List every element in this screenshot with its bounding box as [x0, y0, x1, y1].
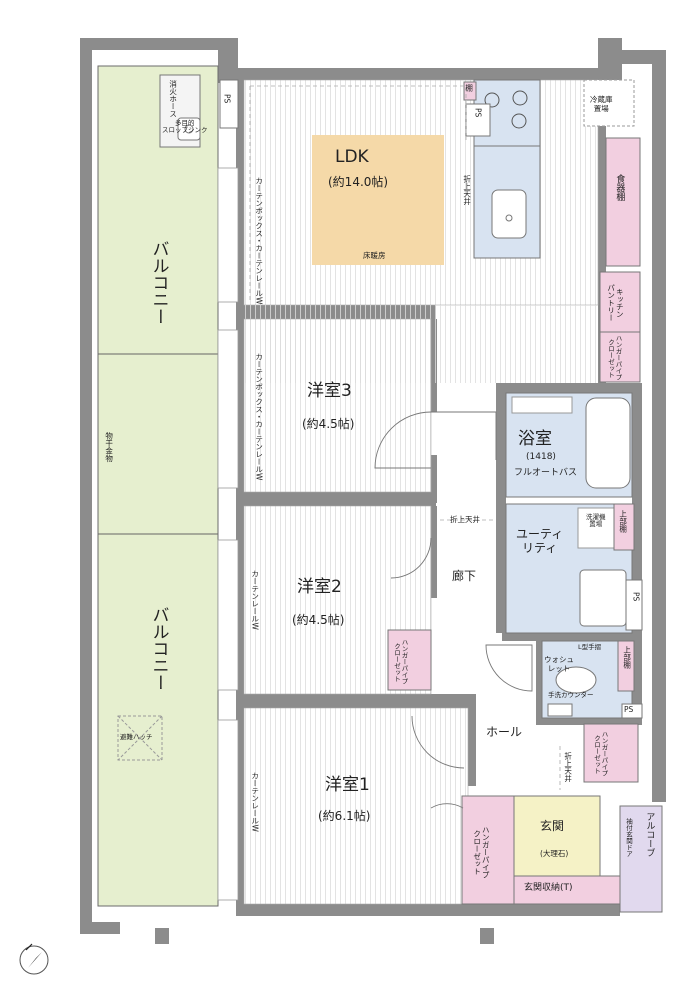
toilet-bowl: [555, 666, 597, 694]
hand-wash-label: 手洗カウンター: [548, 691, 594, 699]
evac-hatch-label: 避難ハッチ: [120, 733, 153, 741]
vanity: [579, 569, 627, 627]
ps-box-kitchen: [465, 103, 491, 137]
room2-closet-label: ハンガーパイプ クローゼット: [392, 639, 408, 685]
slop-sink: [177, 117, 201, 141]
bath-shelf: [511, 396, 573, 414]
fridge-space: [583, 79, 635, 127]
entrance-label: 玄関: [540, 819, 565, 833]
room2-label: 洋室2: [297, 577, 342, 597]
folding-ceiling-corridor: 折上天井: [450, 515, 480, 524]
ps-box-toilet: [621, 703, 643, 719]
upper-shelf-toilet-label: 上部棚: [622, 646, 632, 669]
dish-shelf-label: 食器棚: [614, 174, 625, 201]
l-handrail-label: L型手摺: [578, 643, 602, 651]
pantry-label: キッチン パントリー: [606, 284, 625, 322]
hall-closet: [583, 723, 639, 783]
entrance-storage: [513, 875, 621, 905]
kitchen-pantry: [599, 271, 641, 333]
room1-label: 洋室1: [325, 775, 370, 795]
shelf-box: [463, 81, 477, 101]
hall-closet-label: ハンガーパイプ クローゼット: [592, 731, 608, 777]
fridge-label: 冷蔵庫 置場: [590, 95, 613, 113]
curtain-box-rail-ldk: カーテンボックス・カーテンレールW: [254, 177, 264, 305]
balcony-label-upper: バルコニー: [148, 240, 169, 325]
curtain-rail-room1: カーテンレールW: [250, 772, 260, 832]
sleeve-door-label: 袖付玄関ドア: [624, 818, 633, 857]
washer-space: [577, 507, 615, 549]
washlet-label: ウォシュ レット: [544, 655, 574, 673]
shelf-label: 棚: [464, 84, 474, 92]
room1-floor: [243, 707, 469, 905]
washer-label: 洗濯機 置場: [586, 513, 606, 529]
alcove-label: アルコーブ: [644, 812, 655, 857]
evac-hatch: [117, 715, 163, 761]
entrance-floor: [513, 795, 601, 877]
entrance-storage-label: 玄関収納(T): [524, 883, 573, 893]
ldk-closet-label: ハンガーパイプ クローゼット: [606, 335, 622, 381]
floor-heating-label: 床暖房: [363, 251, 386, 260]
ps-box-utility: [625, 579, 643, 631]
folding-ceiling-lines: [249, 85, 561, 790]
room1-closet-label: ハンガーパイプ クローゼット: [472, 825, 491, 879]
balcony-area: [97, 65, 219, 907]
room3-label: 洋室3: [307, 381, 352, 401]
room1-closet: [461, 795, 515, 905]
ps-label-utility: PS: [631, 592, 641, 602]
curtain-box-rail-room3: カーテンボックス・カーテンレールW: [254, 353, 264, 481]
hand-wash-counter: [547, 703, 573, 717]
bathtub: [585, 397, 631, 489]
entrance-stone-label: (大理石): [540, 849, 569, 858]
window-strips: [217, 167, 239, 901]
room1-size: (約6.1帖): [318, 809, 371, 823]
drying-hardware-label: 物干金物: [104, 432, 114, 462]
curtain-rail-room2: カーテンレールW: [250, 570, 260, 630]
bath-type: フルオートバス: [514, 468, 578, 478]
upper-shelf-utility: [613, 503, 635, 551]
ps-box-balcony: [219, 79, 239, 129]
room3-floor: [243, 318, 432, 493]
room2-closet: [387, 629, 432, 691]
ps-label-kitchen: PS: [473, 108, 483, 118]
compass-icon: [19, 943, 49, 975]
bath-size: (1418): [526, 452, 556, 462]
utility-label: ユーティ リティ: [516, 527, 564, 555]
ps-label-toilet: PS: [624, 705, 634, 714]
upper-shelf-utility-label: 上部棚: [618, 510, 628, 533]
walls: [80, 38, 666, 944]
upper-shelf-toilet: [617, 640, 635, 692]
floor-heating-zone: [312, 135, 444, 265]
corridor-label: 廊下: [452, 569, 477, 583]
kitchen-sink: [491, 189, 527, 239]
balcony-label-lower: バルコニー: [148, 606, 169, 691]
room2-size: (約4.5帖): [292, 613, 345, 627]
bath-label: 浴室: [518, 429, 552, 449]
alcove: [619, 805, 663, 913]
folding-ceiling-hall: 折上天井: [563, 752, 573, 782]
room3-size: (約4.5帖): [302, 417, 355, 431]
ldk-label: LDK: [335, 147, 369, 167]
ldk-closet: [599, 331, 641, 383]
fire-hose-label: 消火ホース: [168, 80, 178, 118]
door-swings: [374, 411, 533, 809]
multi-sink-label: 多目的 スロップシンク: [162, 119, 208, 135]
folding-ceiling-kitchen: 折上天井: [462, 175, 472, 205]
ps-label-balcony: PS: [222, 94, 232, 104]
dish-shelf: [605, 137, 641, 267]
hall-label: ホール: [486, 725, 523, 739]
ldk-size-label: (約14.0帖): [328, 175, 389, 189]
